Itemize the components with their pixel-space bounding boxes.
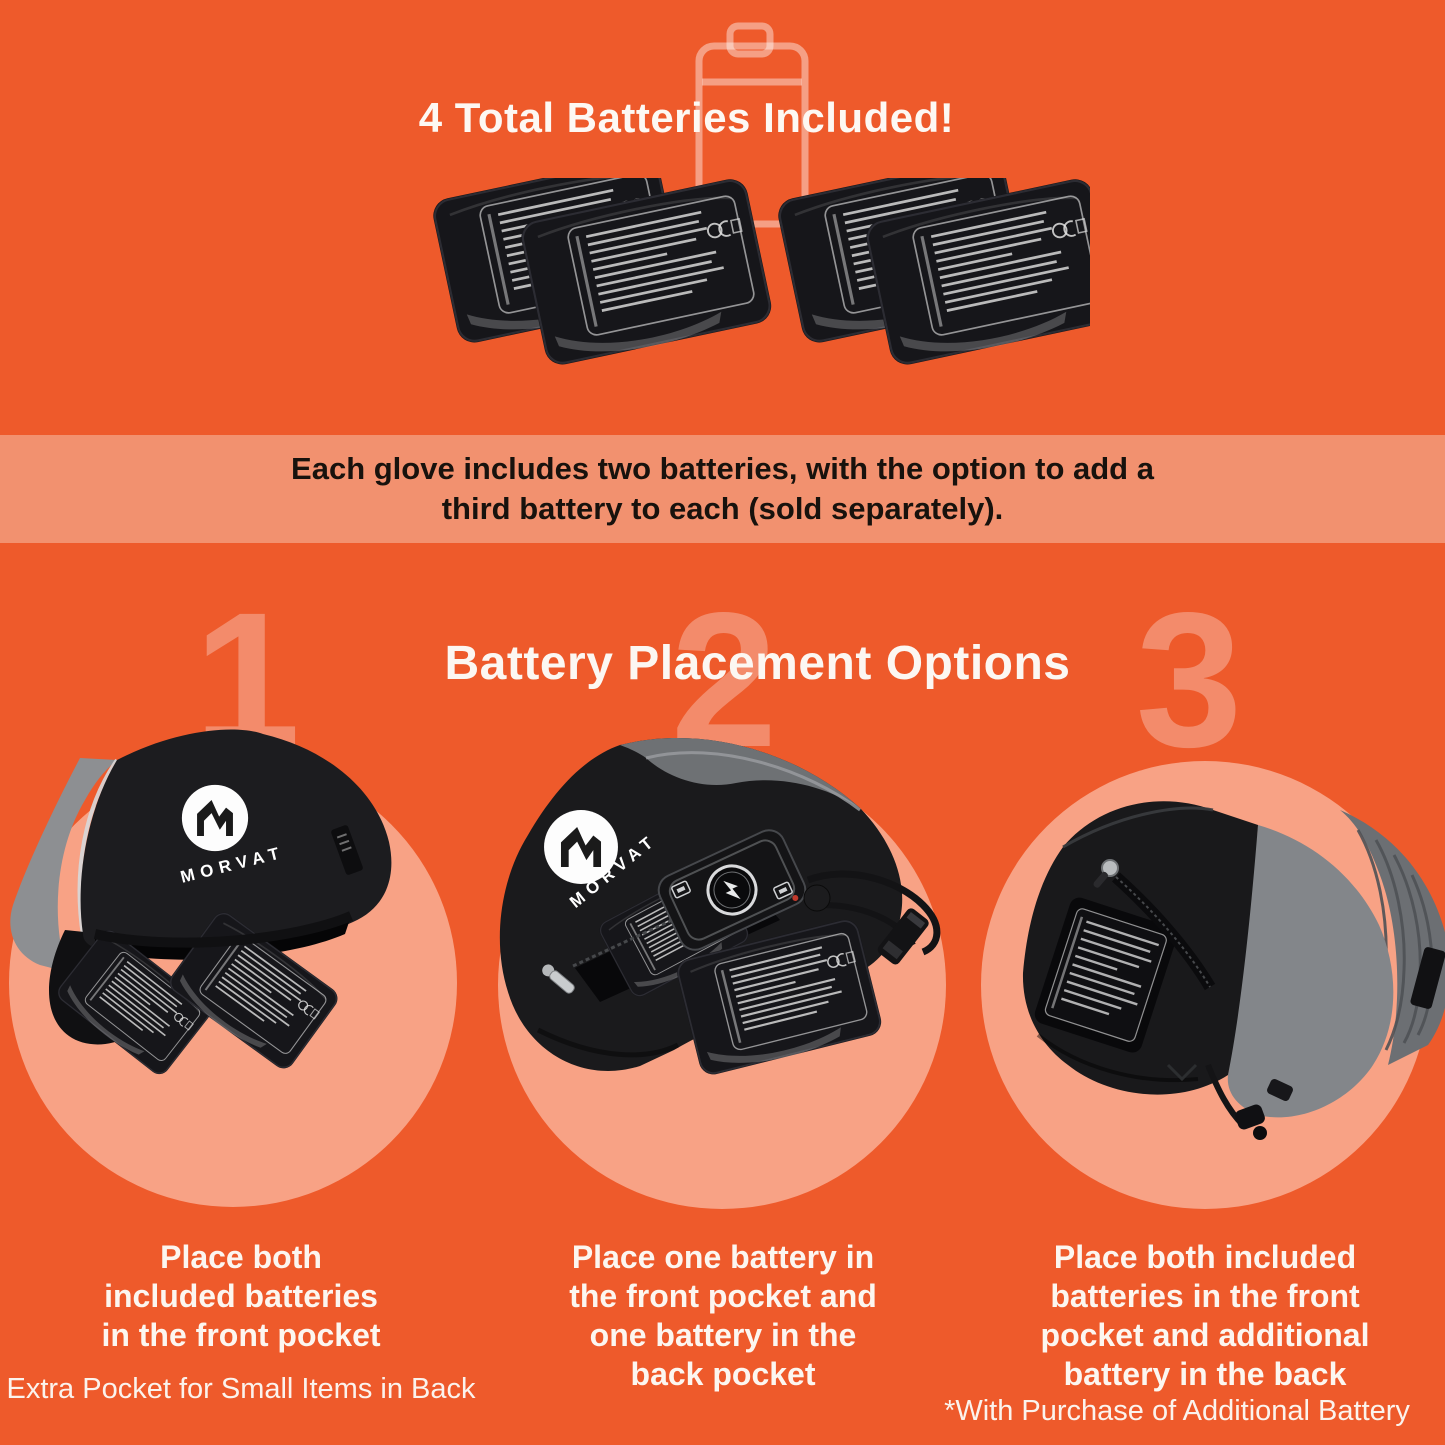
info-band-line: Each glove includes two batteries, with … [291, 451, 1154, 486]
caption-line: battery in the back [1063, 1356, 1347, 1392]
power-cable [806, 870, 941, 956]
zipper [1112, 872, 1216, 991]
heat-controller [657, 829, 807, 951]
watermark-number-3: 3 [1135, 572, 1243, 787]
caption-line: in the front pocket [101, 1317, 381, 1353]
option-2-photo: MORVAT [478, 730, 978, 1250]
zipper-pull-icon [1093, 859, 1119, 888]
caption-line: Place one battery in [571, 1239, 875, 1275]
battery-level-icon [773, 881, 793, 900]
caption-line: Place both [160, 1239, 322, 1275]
included-batteries-photo [428, 178, 1090, 370]
glove-back-photo [1022, 801, 1445, 1140]
option-2-caption: Place one battery in the front pocket an… [482, 1238, 964, 1394]
cuff-strap [1410, 947, 1445, 1009]
glove-tag [331, 825, 363, 875]
glove-front-photo: MORVAT [10, 729, 392, 1080]
caption-line: included batteries [104, 1278, 378, 1314]
caption-line: Place both included [1053, 1239, 1357, 1275]
caption-line: pocket and additional [1040, 1317, 1370, 1353]
glove-controller-photo: MORVAT [499, 738, 941, 1079]
drawstring-toggle [803, 884, 831, 912]
option-3-photo [958, 735, 1445, 1255]
buckle-clip [1267, 1078, 1293, 1102]
option-1-photo: MORVAT [0, 720, 495, 1240]
option-3-caption: Place both included batteries in the fro… [964, 1238, 1445, 1394]
info-band: Each glove includes two batteries, with … [0, 435, 1445, 543]
caption-line: one battery in the [589, 1317, 857, 1353]
morvat-logo [181, 784, 249, 852]
option-1-footnote: Extra Pocket for Small Items in Back [6, 1373, 476, 1405]
section-title: Battery Placement Options [444, 637, 1071, 690]
battery-level-icon [671, 880, 691, 899]
info-band-line: third battery to each (sold separately). [441, 491, 1004, 526]
battery-pack [1034, 897, 1177, 1053]
headline: 4 Total Batteries Included! [418, 94, 955, 141]
caption-line: the front pocket and [569, 1278, 877, 1314]
cord-lock-toggle [1235, 1104, 1265, 1130]
usb-connector-icon [877, 908, 929, 965]
option-1-caption: Place both included batteries in the fro… [0, 1238, 482, 1355]
caption-line: back pocket [630, 1356, 816, 1392]
caption-line: batteries in the front [1050, 1278, 1360, 1314]
option-3-footnote: *With Purchase of Additional Battery [944, 1395, 1410, 1427]
zipper-pull-icon [542, 964, 575, 994]
